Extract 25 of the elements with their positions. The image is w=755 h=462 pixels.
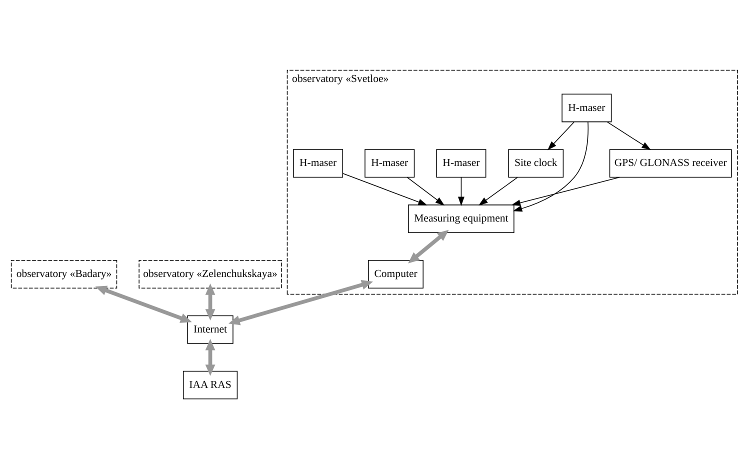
arrow — [205, 283, 216, 320]
node-box: Site clock — [508, 148, 564, 178]
arrow — [228, 280, 374, 325]
arrow — [548, 121, 574, 150]
node-box: H-maser — [436, 148, 486, 178]
arrow — [408, 229, 449, 263]
arrow — [406, 176, 445, 206]
node-box: H-maser — [293, 148, 344, 178]
node-box: IAA RAS — [182, 370, 238, 399]
node-box: H-maser — [562, 93, 612, 122]
arrow — [205, 338, 216, 376]
arrow — [458, 176, 464, 206]
node-box: Computer — [368, 259, 424, 288]
arrow — [606, 121, 651, 150]
arrow — [511, 176, 620, 206]
node-box: Internet — [187, 314, 234, 344]
arrow — [512, 121, 588, 212]
node-box: Measuring equipment — [408, 204, 514, 233]
node-box: observatory «Badary» — [10, 259, 118, 288]
node-box: H-maser — [364, 148, 415, 178]
arrow — [342, 172, 428, 205]
arrow — [95, 285, 192, 322]
arrow — [478, 176, 518, 206]
node-box: observatory «Zelenchukskaya» — [138, 259, 282, 288]
node-box: GPS/ GLONASS receiver — [609, 148, 732, 178]
